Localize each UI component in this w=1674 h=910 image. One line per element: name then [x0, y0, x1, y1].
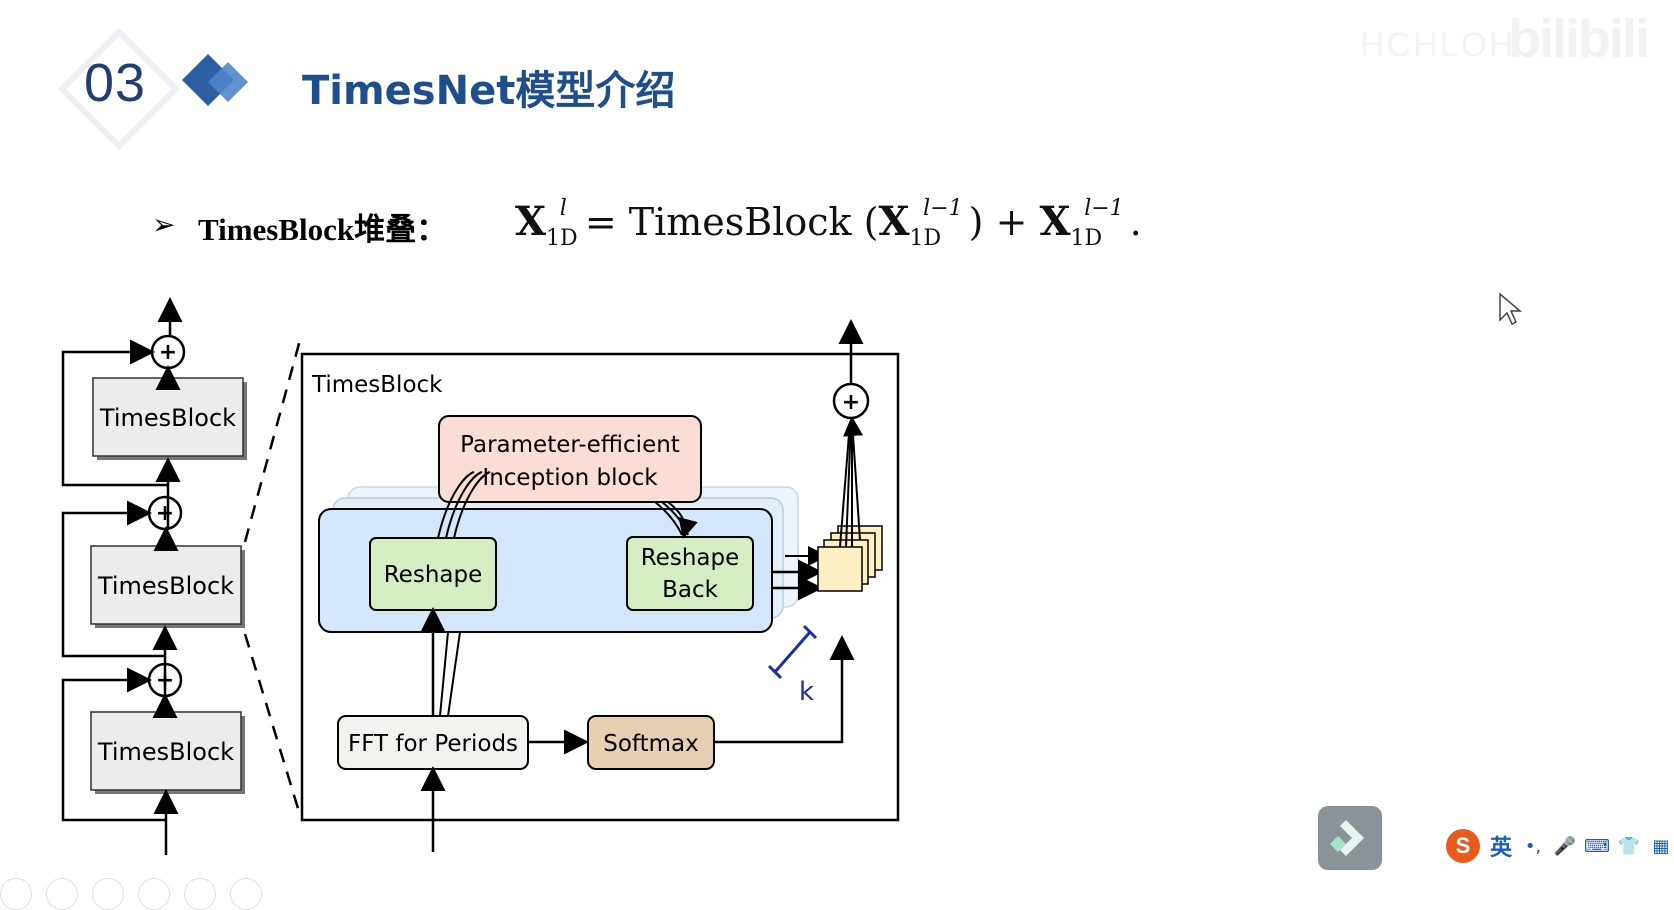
- toolbar-button[interactable]: [92, 878, 124, 910]
- toolbar-button[interactable]: [0, 878, 32, 910]
- detail-plus-node: +: [832, 382, 870, 420]
- svg-text:TimesBlock: TimesBlock: [97, 572, 234, 600]
- stack-plus-node: +: [150, 334, 186, 370]
- formula-lhs-sup: l: [559, 196, 567, 221]
- svg-text:TimesBlock: TimesBlock: [97, 738, 234, 766]
- formula-res-sup: l−1: [1084, 196, 1124, 221]
- k-annotation: k: [767, 624, 818, 707]
- stacking-formula: X1Dl = TimesBlock (X1Dl−1) + X1Dl−1.: [515, 196, 1142, 251]
- reshape-block: Reshape: [369, 537, 497, 611]
- formula-end: .: [1129, 200, 1142, 244]
- svg-text:Parameter-efficient: Parameter-efficient: [460, 432, 680, 458]
- formula-res-symbol: X: [1039, 198, 1071, 245]
- grid-menu-icon[interactable]: ▦: [1652, 835, 1670, 857]
- svg-text:Back: Back: [662, 577, 719, 603]
- ime-logo-icon[interactable]: S: [1446, 829, 1480, 863]
- ime-language-toggle[interactable]: 英: [1490, 836, 1513, 861]
- skin-shirt-icon[interactable]: 👕: [1617, 835, 1641, 857]
- section-badge: [58, 28, 180, 150]
- timesblock-detail: TimesBlock Parameter-efficient Inception…: [300, 319, 900, 852]
- svg-text:Reshape: Reshape: [384, 562, 483, 588]
- formula-res-sub: 1D: [1070, 226, 1103, 251]
- formula-arg-sup: l−1: [923, 196, 963, 221]
- toolbar-button[interactable]: [46, 878, 78, 910]
- svg-text:TimesBlock: TimesBlock: [99, 404, 236, 432]
- toolbar-button[interactable]: [184, 878, 216, 910]
- softmax-block: Softmax: [587, 715, 715, 770]
- punctuation-icon[interactable]: •,: [1524, 835, 1542, 857]
- microphone-icon[interactable]: 🎤: [1553, 835, 1577, 857]
- mouse-cursor-icon: [1499, 292, 1523, 326]
- keyboard-icon[interactable]: ⌨: [1584, 835, 1611, 857]
- page-title: TimesNet模型介绍: [302, 68, 676, 114]
- formula-arg-symbol: X: [878, 198, 910, 245]
- ime-toolbar[interactable]: S 英 •, 🎤 ⌨ 👕 ▦: [1446, 826, 1672, 866]
- bullet-label: TimesBlock堆叠：: [198, 212, 448, 247]
- diamond-decoration-icon: [182, 54, 248, 106]
- fft-block: FFT for Periods: [337, 715, 529, 770]
- bullet-arrow-icon: ➢: [152, 208, 176, 241]
- svg-text:+: +: [159, 340, 177, 365]
- toolbar-button[interactable]: [230, 878, 262, 910]
- timesnet-diagram: + + + TimesBlock TimesBlock TimesBlock: [61, 297, 900, 855]
- stack-timesblock: TimesBlock: [90, 711, 245, 794]
- section-number: 03: [84, 53, 147, 113]
- svg-text:+: +: [842, 390, 860, 415]
- stack-timesblock: TimesBlock: [92, 377, 247, 460]
- formula-plus: +: [995, 200, 1028, 244]
- inception-block: Parameter-efficient Inception block: [438, 415, 702, 503]
- svg-text:k: k: [799, 677, 814, 707]
- svg-text:Softmax: Softmax: [603, 731, 699, 757]
- bilibili-watermark: bilibili: [1508, 9, 1650, 69]
- toolbar-button[interactable]: [138, 878, 170, 910]
- formula-lhs-sub: 1D: [546, 226, 578, 251]
- watermark-faint-text: HCHLOH: [1360, 26, 1516, 64]
- timesblock-stack: + + + TimesBlock TimesBlock TimesBlock: [61, 297, 247, 855]
- reshape-back-block: Reshape Back: [626, 536, 754, 611]
- svg-text:Reshape: Reshape: [641, 545, 740, 571]
- svg-text:FFT for Periods: FFT for Periods: [348, 731, 518, 757]
- app-launcher-icon[interactable]: [1318, 806, 1382, 870]
- stack-plus-node: +: [147, 495, 183, 531]
- formula-lhs-symbol: X: [515, 198, 547, 245]
- slide-toolbar: [0, 878, 262, 910]
- svg-text:+: +: [156, 501, 174, 526]
- formula-equals: =: [584, 200, 617, 244]
- formula-func: TimesBlock: [628, 200, 852, 244]
- detail-title: TimesBlock: [311, 372, 443, 398]
- stack-timesblock: TimesBlock: [90, 545, 245, 628]
- formula-arg-sub: 1D: [909, 226, 942, 251]
- svg-text:Inception block: Inception block: [482, 465, 658, 491]
